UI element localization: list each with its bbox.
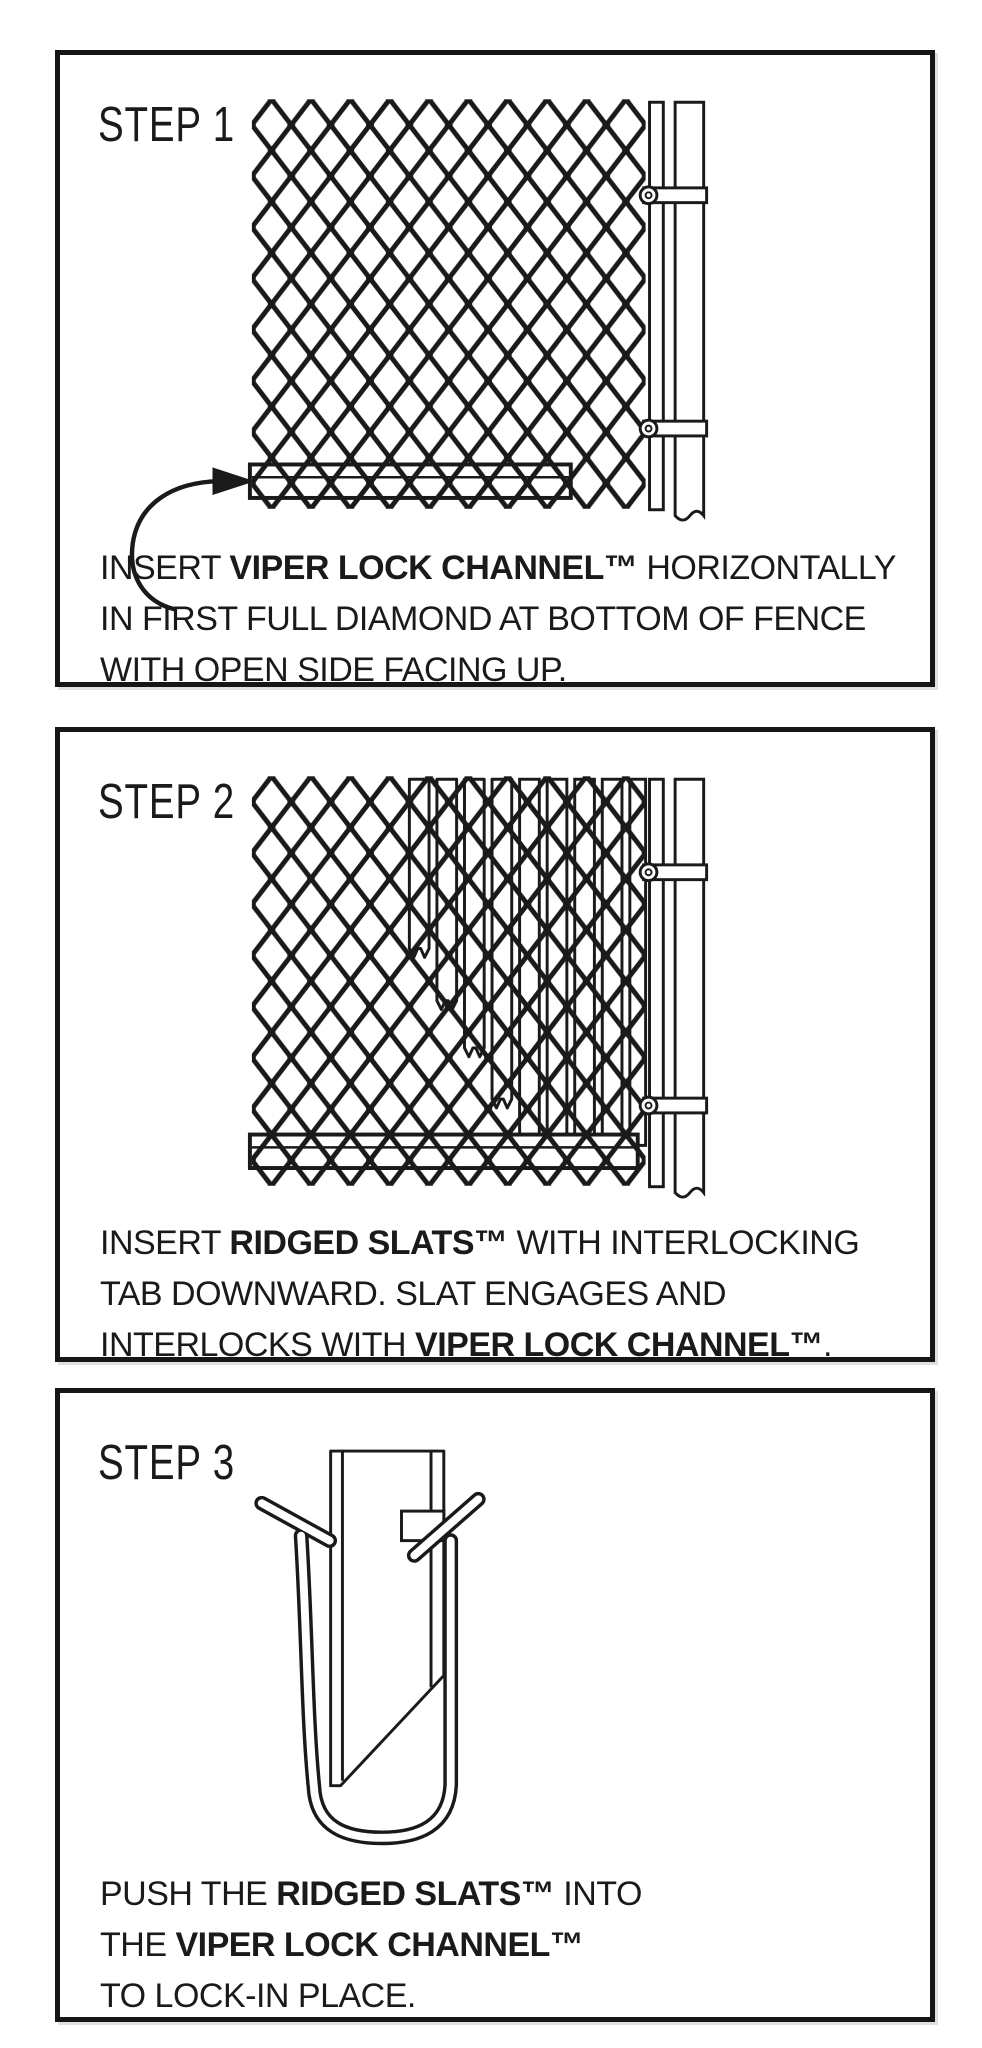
- brace-band-bottom: [638, 1095, 709, 1116]
- tension-bar: [648, 777, 665, 1189]
- tension-bar: [648, 100, 665, 512]
- step-2-caption: INSERT RIDGED SLATS™ WITH INTERLOCKING T…: [100, 1218, 860, 1362]
- caption-line: TAB DOWNWARD. SLAT ENGAGES AND: [100, 1275, 727, 1313]
- step-3-panel: STEP 3 PUSH THE RIDGED SLATS™ INTO THE V…: [55, 1388, 935, 2022]
- chain-link-mesh: [251, 99, 646, 509]
- step-1-illustration: [129, 99, 709, 612]
- channel-cross-section: [254, 1491, 486, 1846]
- brace-band-top: [638, 862, 709, 883]
- caption-line: PUSH THE RIDGED SLATS™ INTO: [100, 1875, 642, 1913]
- caption-line: TO LOCK-IN PLACE.: [100, 1977, 416, 2015]
- caption-line: IN FIRST FULL DIAMOND AT BOTTOM OF FENCE: [100, 600, 866, 638]
- step-2-illustration: [247, 776, 709, 1199]
- brace-band-bottom: [638, 418, 709, 439]
- curved-arrow-icon: [129, 467, 255, 612]
- caption-line: INTERLOCKS WITH VIPER LOCK CHANNEL™.: [100, 1326, 832, 1362]
- step-3-illustration: [254, 1449, 486, 1846]
- step-1-caption: INSERT VIPER LOCK CHANNEL™ HORIZONTALLY …: [100, 543, 896, 687]
- step-2-label: STEP 2: [98, 773, 236, 829]
- caption-line: THE VIPER LOCK CHANNEL™: [100, 1926, 584, 1964]
- fence-post: [673, 777, 706, 1199]
- step-3-label: STEP 3: [98, 1434, 236, 1490]
- step-1-label: STEP 1: [98, 96, 236, 152]
- brace-band-top: [638, 185, 709, 206]
- step-1-panel: STEP 1 INSERT VIPER LOCK CHANNEL™ HORIZO…: [55, 50, 935, 687]
- caption-line: INSERT VIPER LOCK CHANNEL™ HORIZONTALLY: [100, 549, 896, 587]
- caption-line: INSERT RIDGED SLATS™ WITH INTERLOCKING: [100, 1224, 860, 1262]
- slat-cross-section: [329, 1449, 446, 1788]
- step-3-caption: PUSH THE RIDGED SLATS™ INTO THE VIPER LO…: [100, 1869, 642, 2017]
- caption-line: WITH OPEN SIDE FACING UP.: [100, 651, 567, 687]
- fence-post: [673, 100, 706, 522]
- step-2-panel: STEP 2 INSERT RIDGED SLATS™ WITH INTERLO…: [55, 727, 935, 1362]
- chain-link-mesh: [251, 776, 646, 1186]
- interlock-tab: [400, 1509, 446, 1543]
